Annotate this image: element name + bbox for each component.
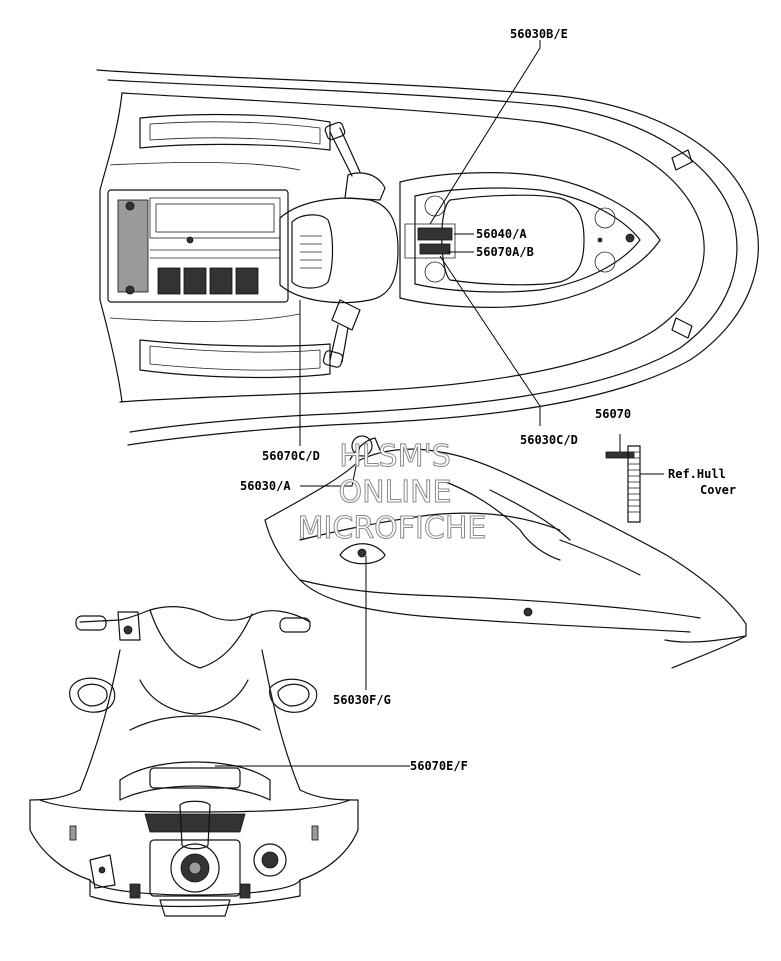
label-56030f-g: 56030F/G xyxy=(333,693,391,707)
label-56070e-f: 56070E/F xyxy=(410,759,468,773)
label-cover: Cover xyxy=(700,483,736,497)
label-56070a-b: 56070A/B xyxy=(476,245,534,259)
rear-view-drawing xyxy=(29,606,359,917)
label-56030b-e: 56030B/E xyxy=(510,27,568,41)
top-view-drawing xyxy=(96,69,759,446)
part-labels: 56030B/E 56040/A 56070A/B 56030C/D 56070… xyxy=(240,27,736,773)
label-56040-a: 56040/A xyxy=(476,227,527,241)
side-view-drawing xyxy=(264,435,747,669)
leader-lines xyxy=(215,40,664,767)
watermark-line-2: ONLINE xyxy=(338,475,451,510)
label-56070: 56070 xyxy=(595,407,631,421)
label-56030c-d: 56030C/D xyxy=(520,433,578,447)
watermark-line-1: HLSM'S xyxy=(339,439,451,474)
ref-hull-cover-part xyxy=(605,445,641,523)
label-ref-hull: Ref.Hull xyxy=(668,467,726,481)
watermark: HLSM'S ONLINE MICROFICHE xyxy=(297,439,487,547)
label-56030-a: 56030/A xyxy=(240,479,291,493)
label-56070c-d: 56070C/D xyxy=(262,449,320,463)
watermark-line-3: MICROFICHE xyxy=(298,511,487,546)
